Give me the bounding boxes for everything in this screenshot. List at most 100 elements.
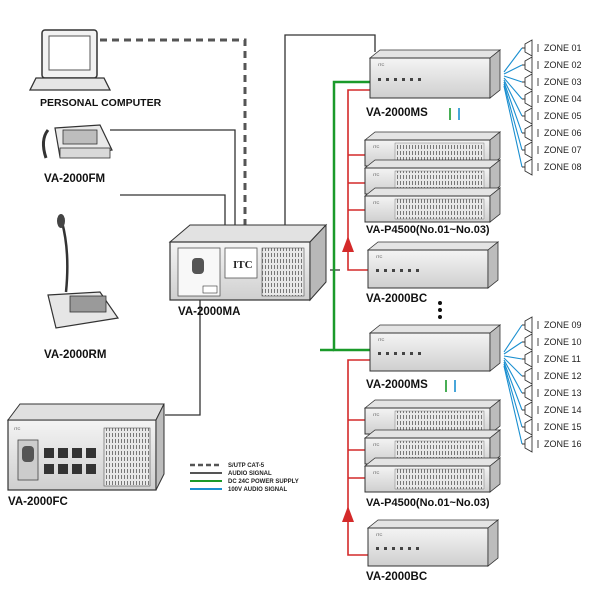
zone-wire	[503, 363, 523, 428]
va-2000bc-bottom-label: VA-2000BC	[366, 571, 427, 583]
zone-speaker: ZONE 03	[522, 73, 582, 91]
zone-speaker: ZONE 08	[522, 158, 582, 176]
personal-computer-icon	[28, 29, 112, 91]
zone-speaker: ZONE 14	[522, 401, 582, 419]
zone-speaker: ZONE 05	[522, 107, 582, 125]
zone-fan-top	[503, 47, 523, 168]
zone-speaker: ZONE 06	[522, 124, 582, 142]
amp-bottom-02-brand: ITC	[373, 442, 380, 447]
zone-wire	[503, 355, 523, 360]
speaker-icon	[522, 56, 533, 74]
amp-bottom-03-brand: ITC	[373, 470, 380, 475]
zone-wire	[503, 83, 523, 151]
speaker-icon	[522, 158, 533, 176]
speaker-icon	[522, 435, 533, 453]
zone-label: ZONE 07	[544, 145, 582, 155]
matrix-ms-top-brand: ITC	[378, 62, 385, 67]
cat5-link-pc	[100, 38, 247, 225]
speaker-icon	[522, 316, 533, 334]
zone-label: ZONE 11	[544, 354, 581, 364]
zone-list-bottom: ZONE 09 ZONE 10 ZONE 11 ZONE 12 ZONE 13 ZONE …	[522, 316, 582, 453]
speaker-icon	[522, 73, 533, 91]
zone-speaker: ZONE 07	[522, 141, 582, 159]
zone-wire	[503, 324, 523, 353]
zone-fan-bottom	[503, 324, 523, 445]
ma-brand: ITC	[233, 259, 253, 271]
va-2000rm-label: VA-2000RM	[44, 349, 106, 361]
main-unit-ma-icon: ITC	[168, 223, 328, 302]
speaker-icon	[522, 384, 533, 402]
legend-label: DC 24C POWER SUPPLY	[228, 479, 299, 485]
speaker-icon	[522, 90, 533, 108]
arrow-up-bottom	[342, 506, 354, 522]
zone-wire	[503, 359, 523, 394]
va-2000fm-label: VA-2000FM	[44, 173, 105, 185]
zone-speaker: ZONE 12	[522, 367, 582, 385]
matrix-ms-top: ITC	[368, 49, 502, 99]
zone-label: ZONE 01	[544, 43, 582, 53]
speaker-icon	[522, 141, 533, 159]
bc-bottom-brand: ITC	[376, 532, 383, 537]
v100-marks-bottom	[445, 380, 456, 392]
speaker-icon	[522, 418, 533, 436]
audio-link-fc	[165, 260, 201, 416]
zone-speaker: ZONE 11	[522, 350, 581, 368]
audio-link-ma-ms	[284, 34, 376, 225]
zone-speaker: ZONE 15	[522, 418, 582, 436]
matrix-ms-bottom-brand: ITC	[378, 337, 385, 342]
amp-top-02-brand: ITC	[373, 172, 380, 177]
fire-controller-fc-icon: ITC	[7, 403, 165, 491]
zone-speaker: ZONE 10	[522, 333, 582, 351]
legend-label: S/UTP CAT-5	[228, 463, 265, 469]
zone-speaker: ZONE 02	[522, 56, 582, 74]
legend-item: S/UTP CAT-5	[190, 463, 265, 469]
legend-item: AUDIO SIGNAL	[190, 471, 272, 477]
speaker-icon	[522, 124, 533, 142]
red-links-bottom	[347, 359, 370, 556]
v100-marks-top	[449, 108, 460, 120]
zone-wire	[503, 81, 523, 134]
speaker-icon	[522, 350, 533, 368]
amp-bottom-01: ITC	[363, 399, 502, 435]
zone-wire	[503, 75, 523, 83]
zone-label: ZONE 04	[544, 94, 582, 104]
zone-wire	[503, 341, 523, 355]
zone-label: ZONE 02	[544, 60, 582, 70]
amp-bottom-01-brand: ITC	[373, 412, 380, 417]
arrow-up-top	[342, 236, 354, 252]
zone-wire	[503, 77, 523, 100]
va-2000ma-label: VA-2000MA	[178, 306, 240, 318]
zone-label: ZONE 08	[544, 162, 582, 172]
legend-item: DC 24C POWER SUPPLY	[190, 479, 299, 485]
zone-speaker: ZONE 04	[522, 90, 582, 108]
va-2000bc-top-label: VA-2000BC	[366, 293, 427, 305]
matrix-ms-bottom: ITC	[368, 324, 502, 372]
zone-label: ZONE 13	[544, 388, 582, 398]
fc-brand: ITC	[14, 426, 21, 431]
zone-wire	[503, 47, 523, 73]
speaker-icon	[522, 367, 533, 385]
continuation-dots	[438, 301, 442, 319]
zone-label: ZONE 15	[544, 422, 582, 432]
zone-label: ZONE 09	[544, 320, 582, 330]
legend-label: AUDIO SIGNAL	[228, 471, 272, 477]
audio-link-fm	[110, 129, 236, 225]
zone-label: ZONE 12	[544, 371, 582, 381]
amp-top-03-brand: ITC	[373, 200, 380, 205]
zone-label: ZONE 10	[544, 337, 582, 347]
zone-speaker: ZONE 13	[522, 384, 582, 402]
zone-speaker: ZONE 01	[522, 39, 582, 57]
amp-top-03: ITC	[363, 187, 502, 223]
amp-bottom-03: ITC	[363, 457, 502, 493]
zone-label: ZONE 14	[544, 405, 582, 415]
speaker-icon	[522, 401, 533, 419]
power-line	[332, 80, 375, 352]
speaker-icon	[522, 333, 533, 351]
speaker-icon	[522, 107, 533, 125]
zone-speaker: ZONE 16	[522, 435, 582, 453]
zone-wire	[503, 365, 523, 445]
zone-label: ZONE 03	[544, 77, 582, 87]
amp-top-01-brand: ITC	[373, 144, 380, 149]
